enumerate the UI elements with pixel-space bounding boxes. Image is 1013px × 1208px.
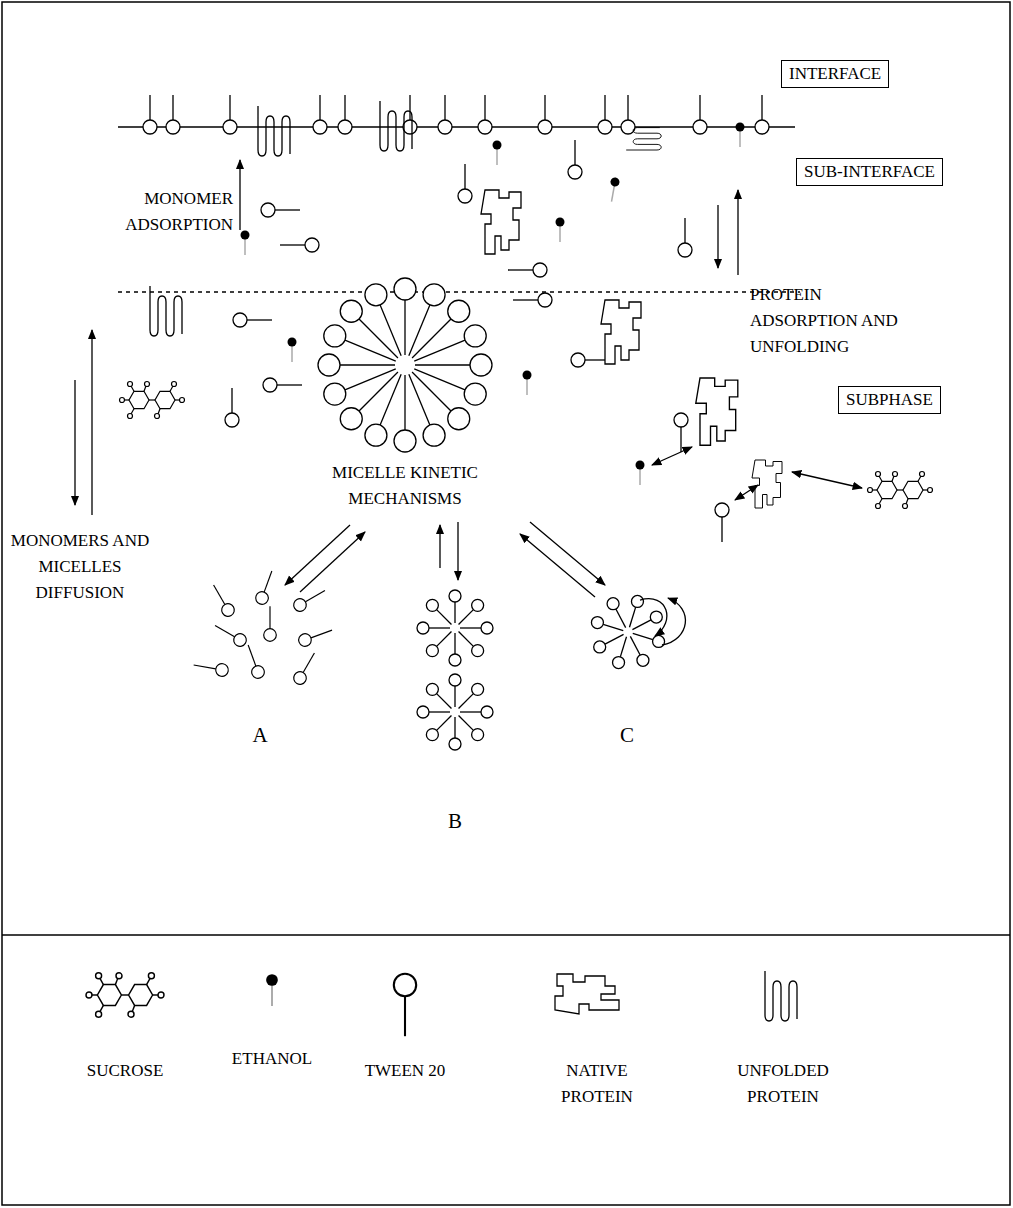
process-label: MONOMER ADSORPTION — [95, 186, 233, 238]
label-text: MONOMER ADSORPTION — [125, 189, 233, 234]
region-label: SUB-INTERFACE — [804, 162, 935, 181]
label-text: MICELLE KINETIC MECHANISMS — [332, 463, 478, 508]
label-text: PROTEIN ADSORPTION AND UNFOLDING — [750, 285, 898, 356]
label-text: B — [448, 809, 462, 833]
legend-entry: SUCROSE — [65, 1058, 185, 1084]
divider — [2, 934, 1010, 936]
surfactant-molecules — [143, 95, 769, 750]
process-label: PROTEIN ADSORPTION AND UNFOLDING — [750, 282, 925, 360]
legend-text: UNFOLDED PROTEIN — [737, 1061, 829, 1106]
mechanism-letter: B — [440, 808, 470, 834]
mechanism-letter: A — [245, 722, 275, 748]
legend-symbols — [86, 971, 797, 1036]
region-label-box: SUB-INTERFACE — [796, 158, 943, 186]
process-label: MICELLE KINETIC MECHANISMS — [290, 460, 520, 512]
mechanism-letter: C — [612, 722, 642, 748]
legend-text: TWEEN 20 — [365, 1061, 446, 1080]
legend-text: NATIVE PROTEIN — [561, 1061, 633, 1106]
legend-text: ETHANOL — [232, 1049, 312, 1068]
label-text: MONOMERS AND MICELLES DIFFUSION — [11, 531, 149, 602]
legend-entry: UNFOLDED PROTEIN — [726, 1058, 841, 1110]
label-text: A — [252, 723, 267, 747]
arrows — [75, 160, 862, 645]
legend-text: SUCROSE — [87, 1061, 164, 1080]
legend-entry: ETHANOL — [212, 1046, 332, 1072]
legend-entry: NATIVE PROTEIN — [552, 1058, 642, 1110]
region-label: SUBPHASE — [846, 390, 933, 409]
sub-interface-boundary — [118, 291, 800, 292]
region-label-box: INTERFACE — [781, 60, 889, 88]
region-label-box: SUBPHASE — [838, 386, 941, 414]
process-label: MONOMERS AND MICELLES DIFFUSION — [5, 528, 155, 606]
legend-entry: TWEEN 20 — [345, 1058, 465, 1084]
label-text: C — [620, 723, 634, 747]
region-label: INTERFACE — [789, 64, 881, 83]
